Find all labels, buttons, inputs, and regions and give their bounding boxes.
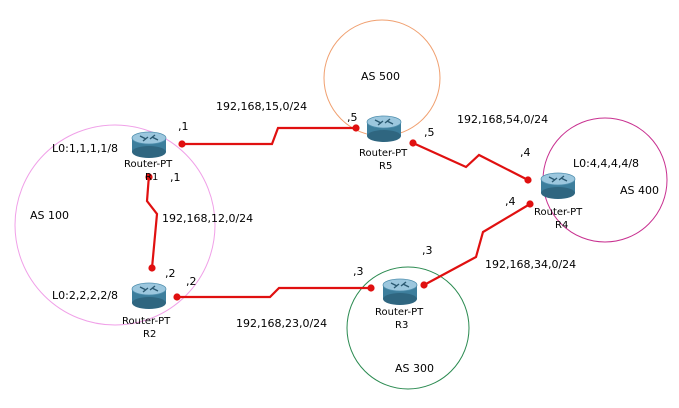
port-dot [526, 200, 534, 208]
host-octet-label: ,4 [505, 195, 516, 208]
link-r3-r4 [423, 203, 531, 286]
link-r1-r2 [145, 174, 159, 269]
router-type-label: Router-PT [375, 307, 424, 318]
host-octet-label: ,2 [186, 275, 197, 288]
link-r1-r5 [182, 126, 356, 146]
router-icon[interactable] [131, 131, 167, 159]
router-icon[interactable] [366, 115, 402, 143]
as500-label: AS 500 [361, 70, 400, 83]
router-name-label: R1 [145, 172, 158, 183]
host-octet-label: ,5 [424, 126, 435, 139]
port-dot [420, 281, 428, 289]
port-dot [145, 173, 153, 181]
host-octet-label: ,3 [353, 265, 364, 278]
as300-label: AS 300 [395, 362, 434, 375]
host-octet-label: ,1 [170, 171, 181, 184]
router-icon[interactable] [131, 282, 167, 310]
router-type-label: Router-PT [124, 159, 173, 170]
subnet-label: 192,168,15,0/24 [216, 100, 307, 113]
subnet-label: 192,168,12,0/24 [162, 212, 253, 225]
loopback-label: L0:1,1,1,1/8 [52, 142, 118, 155]
router-type-label: Router-PT [534, 207, 583, 218]
router-name-label: R5 [379, 161, 392, 172]
router-name-label: R2 [143, 329, 156, 340]
as300-boundary [346, 266, 470, 390]
router-icon[interactable] [540, 172, 576, 200]
router-icon[interactable] [382, 278, 418, 306]
subnet-label: 192,168,54,0/24 [457, 113, 548, 126]
port-dot [524, 176, 532, 184]
port-dot [148, 264, 156, 272]
port-dot [178, 140, 186, 148]
router-type-label: Router-PT [359, 148, 408, 159]
host-octet-label: ,5 [347, 111, 358, 124]
host-octet-label: ,3 [422, 244, 433, 257]
subnet-label: 192,168,34,0/24 [485, 258, 576, 271]
as100-label: AS 100 [30, 209, 69, 222]
router-name-label: R3 [395, 320, 408, 331]
host-octet-label: ,1 [178, 120, 189, 133]
port-dot [409, 139, 417, 147]
loopback-label: L0:4,4,4,4/8 [573, 157, 639, 170]
subnet-label: 192,168,23,0/24 [236, 317, 327, 330]
host-octet-label: ,4 [520, 146, 531, 159]
loopback-label: L0:2,2,2,2/8 [52, 289, 118, 302]
link-r5-r4 [412, 141, 529, 181]
port-dot [367, 284, 375, 292]
port-dot [352, 124, 360, 132]
host-octet-label: ,2 [165, 267, 176, 280]
link-r2-r3 [177, 286, 371, 299]
as100-boundary [14, 124, 216, 326]
as400-label: AS 400 [620, 184, 659, 197]
port-dot [173, 293, 181, 301]
router-type-label: Router-PT [122, 316, 171, 327]
router-name-label: R4 [555, 220, 568, 231]
